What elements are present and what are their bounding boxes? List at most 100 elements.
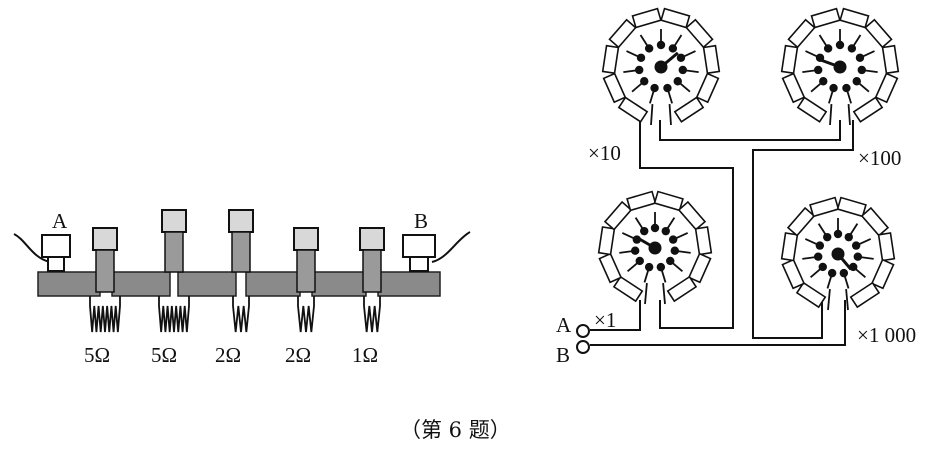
plug-1 [92, 227, 118, 293]
plug-shank [296, 249, 316, 293]
dial-contact [644, 262, 654, 272]
terminal-b-post [402, 234, 436, 272]
resistor-label-4: 2Ω [285, 343, 311, 367]
dial-pointer [818, 58, 841, 69]
dial-resistor [787, 18, 816, 49]
dial-contact [851, 241, 861, 250]
dial-resistor [598, 252, 623, 284]
dial-contact [844, 232, 853, 242]
dial-multiplier-x1: ×1 [594, 308, 616, 332]
dial-lead [650, 103, 654, 126]
wire-b [431, 231, 471, 263]
brass-bar-segment [311, 271, 367, 297]
dial-resistor [677, 200, 707, 231]
dial-resistor [608, 18, 637, 49]
dial-4 [780, 196, 896, 311]
dial-contact [640, 77, 649, 86]
plug-shank [231, 231, 251, 273]
dial-resistor [870, 258, 895, 290]
dial-contact [656, 40, 666, 50]
figure-caption: （第 6 题） [400, 418, 511, 442]
dial-resistor [839, 7, 870, 29]
dial-3 [597, 190, 713, 305]
brass-bar-segment [37, 271, 101, 297]
dial-lead [662, 282, 666, 305]
plug-2 [161, 209, 187, 273]
terminal-a-label: A [52, 209, 68, 233]
dial-contact [678, 65, 687, 75]
dial-resistor [860, 206, 890, 237]
resistor-coil-4 [297, 296, 315, 333]
dial-resistor [612, 275, 644, 303]
dial-contact [853, 252, 863, 261]
dial-contact [650, 83, 659, 93]
dial-resistor [631, 7, 662, 29]
dial-contact [842, 83, 851, 93]
dial-resistor [702, 44, 721, 75]
dial-resistor [660, 7, 691, 29]
dial-resistance-box: A B ×10 ×100 ×1 ×1 000 [556, 7, 916, 367]
plug-shank [95, 249, 115, 293]
dial-resistor [874, 72, 899, 104]
resistor-coil-3 [232, 296, 250, 333]
dial-resistor [685, 18, 714, 49]
plug-head [161, 209, 187, 233]
dial-resistor [602, 72, 627, 104]
brass-bar-segment [111, 271, 171, 297]
brass-bar [37, 271, 441, 297]
terminal-b-label: B [414, 209, 428, 233]
dial-contact [635, 256, 644, 266]
dial-contact [835, 40, 845, 50]
dial-resistor [852, 96, 884, 123]
dial-contact [644, 44, 654, 53]
dial-contact [676, 53, 686, 62]
dial-resistor [780, 44, 799, 75]
coil-wire [89, 296, 121, 333]
dial-resistor [597, 226, 616, 256]
dial-resistor [694, 226, 713, 256]
dial-resistor [849, 281, 881, 309]
dial-2 [780, 7, 900, 126]
dial-pointer [660, 51, 679, 69]
brass-bar-segment [177, 271, 237, 297]
resistor-label-5: 1Ω [352, 343, 378, 367]
dial-resistor [864, 18, 893, 49]
dial-resistor [796, 96, 828, 123]
dial-resistor [617, 96, 649, 123]
coil-wire [363, 296, 381, 333]
dial-contact [827, 268, 837, 278]
dial-contact [839, 268, 849, 278]
dial-resistor [653, 190, 684, 212]
dial-terminal-a [576, 324, 590, 338]
plug-head [92, 227, 118, 251]
plug-resistance-box: A B 5Ω 5Ω 2Ω 2Ω 1Ω [13, 209, 471, 367]
dial-multiplier-x1000: ×1 000 [857, 323, 916, 347]
dial-contact [663, 83, 672, 93]
dial-contact [833, 229, 843, 239]
dial-resistor [877, 232, 896, 262]
dial-contact [855, 53, 865, 62]
brass-bar-segment [245, 271, 301, 297]
coil-wire [158, 296, 190, 333]
plug-5 [359, 227, 385, 293]
dial-resistor [603, 200, 633, 231]
dial-lead [845, 288, 849, 311]
dial-contact [852, 77, 861, 86]
dial-lead [847, 103, 851, 126]
coil-wire [232, 296, 250, 333]
dial-contact [670, 246, 680, 255]
dial-contact [815, 241, 825, 250]
dial-terminal-a-label: A [556, 313, 572, 337]
plug-head [293, 227, 319, 251]
dial-lead [644, 282, 648, 305]
dial-contact [668, 44, 678, 53]
resistor-label-2: 5Ω [151, 343, 177, 367]
dial-contact [636, 53, 646, 62]
dial-resistor [786, 206, 816, 237]
dial-resistor [795, 281, 827, 309]
dial-contact [661, 226, 670, 236]
dial-resistor [881, 44, 900, 75]
resistor-label-3: 2Ω [215, 343, 241, 367]
dial-1 [601, 7, 721, 126]
